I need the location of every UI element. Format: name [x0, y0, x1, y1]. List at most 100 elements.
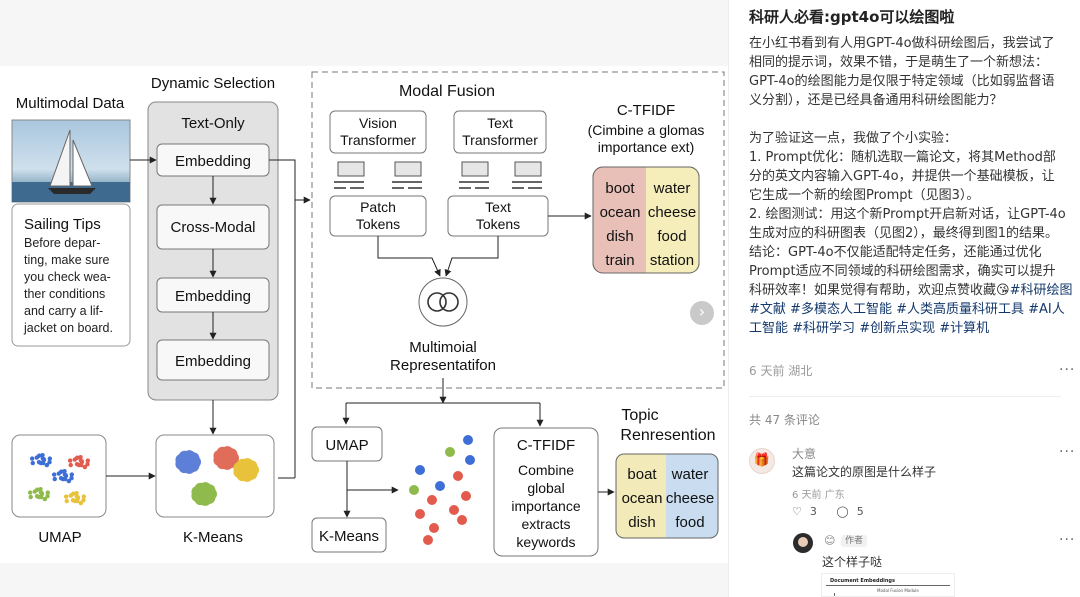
scatter-dot: [435, 481, 445, 491]
umap-dot: [40, 460, 46, 466]
scatter-dot: [415, 465, 425, 475]
sailing-line: Before depar-: [24, 236, 100, 250]
umap-dot: [62, 476, 68, 482]
comment-actions: ♡3 ◯5: [792, 505, 880, 518]
topic-word-right: cheese: [666, 490, 714, 507]
patch-tokens-line2: Tokens: [356, 216, 400, 232]
reply-author[interactable]: 😊: [824, 534, 836, 547]
comment-text: 这篇论文的原图是什么样子: [792, 465, 937, 479]
multimodal-rep-line1: Multimoial: [409, 339, 477, 356]
body-line: Prompt适应不同领域的科研绘图需求，确实可以提升: [749, 264, 1056, 279]
token-icons: [337, 161, 542, 177]
topic-word-left: dish: [628, 514, 656, 531]
figure-diagram: Multimodal Data Sailing Tips Before depa…: [11, 71, 725, 557]
umap-dot: [40, 456, 46, 461]
hashtag-link[interactable]: #科研绘图: [1009, 283, 1073, 298]
embedding-box-1: Embedding: [175, 153, 251, 170]
chevron-right-icon: ›: [698, 302, 706, 321]
post-more-button[interactable]: ···: [1059, 362, 1076, 378]
hashtag-link[interactable]: #创新点实现: [859, 321, 936, 336]
text-tokens-line1: Text: [485, 199, 511, 215]
sailboat-icon: [49, 129, 71, 187]
umap-dot: [56, 471, 62, 476]
reply-button[interactable]: ◯5: [836, 505, 871, 518]
next-image-button[interactable]: ›: [690, 301, 714, 325]
ctfidf-sub-2: importance ext): [598, 139, 694, 155]
body-line: 它生成一个新的绘图Prompt（见图3）。: [749, 188, 980, 203]
umap-dot: [34, 455, 40, 460]
kmeans-blob: [245, 460, 258, 473]
scatter-dot: [457, 515, 467, 525]
comment-author[interactable]: 大意: [792, 447, 817, 461]
word-right: cheese: [648, 204, 696, 221]
scatter-dot: [445, 447, 455, 457]
hashtag-link[interactable]: #多模态人工智能: [790, 302, 892, 317]
scatter-dot: [415, 509, 425, 519]
sailing-line: and carry a lif-: [24, 304, 103, 318]
body-line: 1. Prompt优化：随机选取一篇论文，将其Method部: [749, 150, 1056, 165]
reply-image-thumbnail[interactable]: Document Embeddings Modal Fusion Module: [821, 573, 955, 597]
embedding-box-3: Embedding: [175, 353, 251, 370]
word-left: boot: [605, 180, 635, 197]
umap-dot: [64, 498, 69, 504]
body-line: 生成对应的科研图表（见图2），最终得到图1的结果。: [749, 226, 1059, 241]
body-line: 义分割），还是已经具备通用科研绘图能力？: [749, 93, 1003, 108]
umap-dot: [67, 458, 73, 463]
umap-dot: [74, 498, 80, 504]
reply-more-button[interactable]: ···: [1059, 532, 1076, 548]
umap-dot: [81, 494, 87, 499]
word-right: station: [650, 252, 694, 269]
post-meta: 6 天前 湖北: [749, 364, 813, 378]
umap-dot: [68, 462, 73, 468]
umap-dot: [69, 472, 75, 477]
umap-dot: [78, 455, 83, 460]
umap-dot: [47, 459, 52, 465]
like-button[interactable]: ♡3: [792, 505, 825, 518]
vision-transformer-line2: Transformer: [340, 132, 416, 148]
body-line: GPT-4o的绘图能力是仅限于特定领域（比如弱监督语: [749, 74, 1055, 89]
umap-dot: [74, 494, 80, 499]
text-tokens-line2: Tokens: [476, 216, 520, 232]
topic-word-left: boat: [627, 466, 657, 483]
image-viewer[interactable]: Multimodal Data Sailing Tips Before depa…: [0, 0, 728, 597]
body-last-text: 科研效率！如果觉得有帮助，欢迎点赞收藏😘: [749, 283, 1010, 298]
hashtag-link[interactable]: #科研学习: [792, 321, 856, 336]
text-only-label: Text-Only: [181, 115, 245, 132]
ctfidf-line: Combine: [518, 462, 574, 478]
umap-dot: [29, 456, 35, 461]
patch-tokens-line1: Patch: [360, 199, 396, 215]
post-title: 科研人必看:gpt4o可以绘图啦: [749, 8, 955, 26]
umap-dot: [69, 475, 74, 481]
hashtag-link[interactable]: #文献: [749, 302, 786, 317]
umap-dot: [85, 458, 91, 463]
umap-dot: [45, 490, 51, 495]
text-transformer-line2: Transformer: [462, 132, 538, 148]
kmeans-label: K-Means: [183, 529, 243, 546]
topic-word-right: water: [671, 466, 709, 483]
scatter-dot: [453, 471, 463, 481]
hashtag-link[interactable]: #计算机: [939, 321, 990, 336]
text-transformer-line1: Text: [487, 115, 513, 131]
hashtag-link[interactable]: #人类高质量科研工具: [896, 302, 1024, 317]
body-line: 分的英文内容输入GPT-4o，并提供一个基础模板，让: [749, 169, 1055, 184]
umap-dot: [51, 472, 57, 477]
ctfidf-title: C-TFIDF: [617, 102, 675, 119]
comment-meta: 6 天前 广东: [792, 490, 845, 501]
sailing-line: ting, make sure: [24, 253, 110, 267]
avatar[interactable]: 🎁: [749, 448, 775, 474]
blank-line: [749, 110, 1075, 129]
scatter-dot: [463, 435, 473, 445]
comment-icon: ◯: [836, 505, 849, 518]
comment-more-button[interactable]: ···: [1059, 444, 1076, 460]
post-body: 在小红书看到有人用GPT-4o做科研绘图后，我尝试了相同的提示词，效果不错，于是…: [749, 34, 1075, 338]
author-badge: 作者: [841, 535, 868, 547]
kmeans-blob: [203, 484, 216, 497]
umap-dot: [72, 457, 78, 462]
divider: [749, 396, 1061, 397]
kmeans-box-bottom: K-Means: [319, 528, 379, 545]
multimodal-data-label: Multimodal Data: [16, 95, 125, 112]
hashtag-link[interactable]: #AI人工智能: [749, 302, 1065, 336]
umap-dot: [45, 493, 50, 499]
author-avatar[interactable]: [793, 533, 813, 553]
